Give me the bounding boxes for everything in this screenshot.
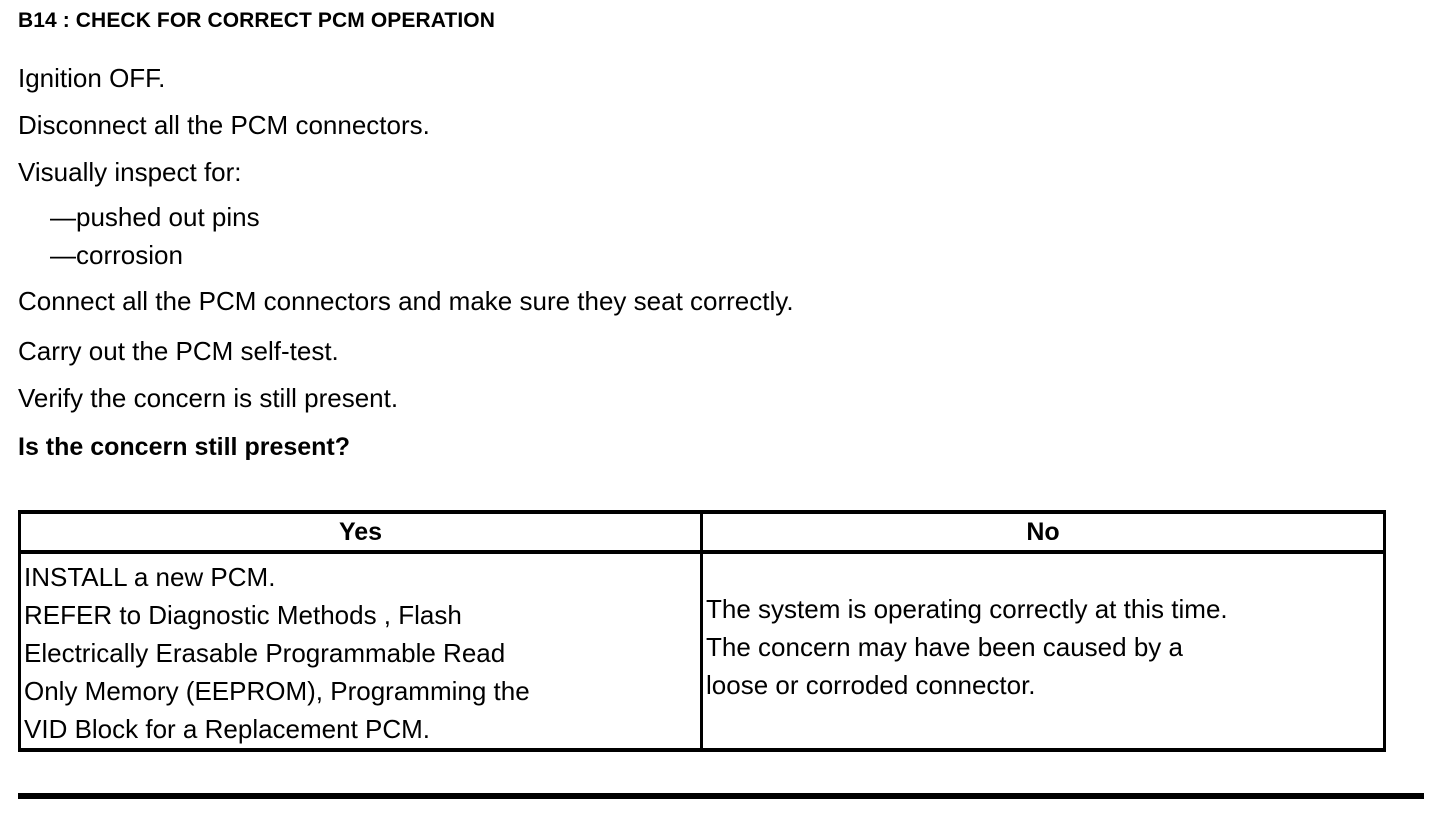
yes-action-text: INSTALL a new PCM. REFER to Diagnostic Me… xyxy=(21,554,700,748)
step-heading: B14 : CHECK FOR CORRECT PCM OPERATION xyxy=(18,9,495,32)
instruction-line: Is the concern still present? xyxy=(18,433,351,461)
cell-yes-action: INSTALL a new PCM. REFER to Diagnostic Me… xyxy=(18,550,703,752)
cell-line: VID Block for a Replacement PCM. xyxy=(24,714,431,744)
cell-line: INSTALL a new PCM. xyxy=(24,562,276,592)
cell-no-action: The system is operating correctly at thi… xyxy=(700,550,1386,752)
instruction-line: Verify the concern is still present. xyxy=(18,383,399,413)
cell-line: Electrically Erasable Programmable Read xyxy=(24,638,506,668)
instruction-line: —pushed out pins xyxy=(50,202,260,232)
decision-table-head: Yes No xyxy=(18,510,1386,554)
decision-table-body: INSTALL a new PCM. REFER to Diagnostic Me… xyxy=(18,550,1386,752)
cell-line: Only Memory (EEPROM), Programming the xyxy=(24,676,530,706)
instruction-line: Ignition OFF. xyxy=(18,63,166,93)
cell-line: The concern may have been caused by a xyxy=(706,632,1183,662)
instruction-line: Connect all the PCM connectors and make … xyxy=(18,286,794,316)
column-header-yes: Yes xyxy=(18,510,703,554)
page-bottom-rule xyxy=(18,793,1424,799)
column-header-no: No xyxy=(700,510,1386,554)
no-action-text: The system is operating correctly at thi… xyxy=(703,554,1383,740)
cell-line: loose or corroded connector. xyxy=(706,670,1036,700)
instruction-line: Visually inspect for: xyxy=(18,157,242,187)
instruction-list: Ignition OFF. Disconnect all the PCM conn… xyxy=(18,55,1398,472)
table-row: INSTALL a new PCM. REFER to Diagnostic Me… xyxy=(18,550,1386,752)
decision-table: Yes No INSTALL a new PCM. REFER to Diagno… xyxy=(18,510,1386,752)
table-header-row: Yes No xyxy=(18,510,1386,554)
instruction-line: Carry out the PCM self-test. xyxy=(18,336,339,366)
cell-line: The system is operating correctly at thi… xyxy=(706,594,1228,624)
instruction-line: Disconnect all the PCM connectors. xyxy=(18,110,430,140)
cell-line: REFER to Diagnostic Methods , Flash xyxy=(24,600,462,630)
instruction-line: —corrosion xyxy=(50,240,183,270)
